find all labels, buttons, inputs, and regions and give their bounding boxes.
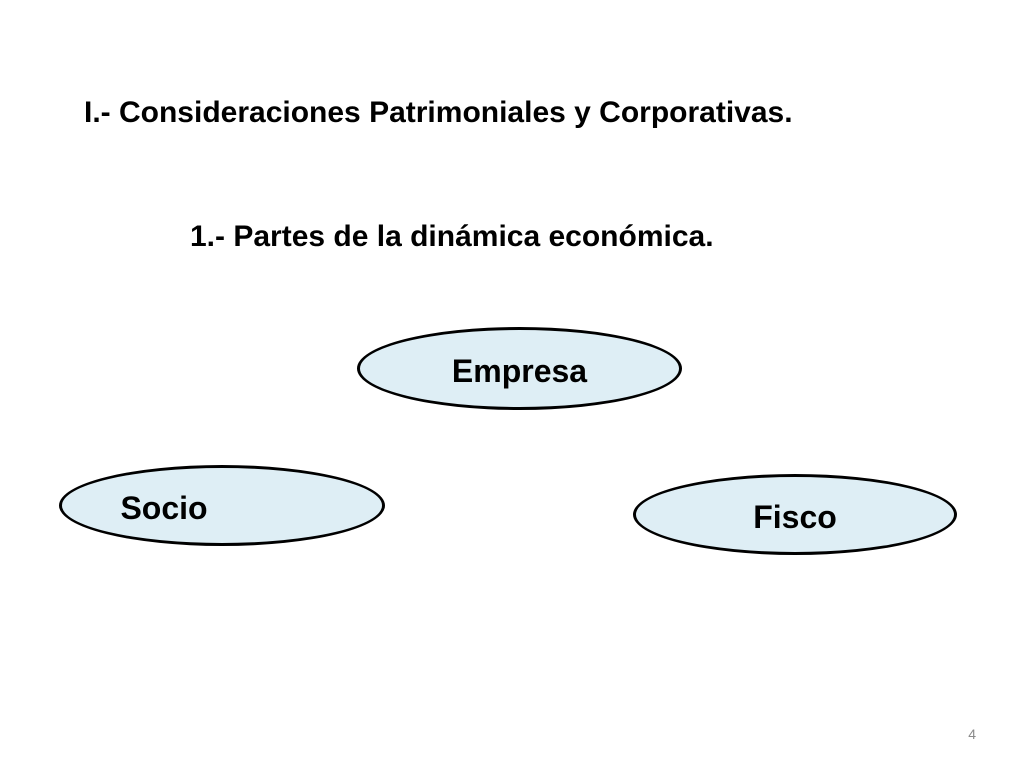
socio-oval: Socio (59, 465, 385, 546)
socio-label: Socio (120, 489, 208, 526)
slide-subtitle: 1.- Partes de la dinámica económica. (190, 220, 714, 253)
empresa-oval: Empresa (357, 327, 682, 410)
fisco-oval: Fisco (633, 474, 957, 555)
slide-title: I.- Consideraciones Patrimoniales y Corp… (84, 96, 793, 129)
fisco-label: Fisco (753, 498, 837, 535)
empresa-label: Empresa (451, 352, 588, 389)
page-number: 4 (968, 726, 976, 742)
